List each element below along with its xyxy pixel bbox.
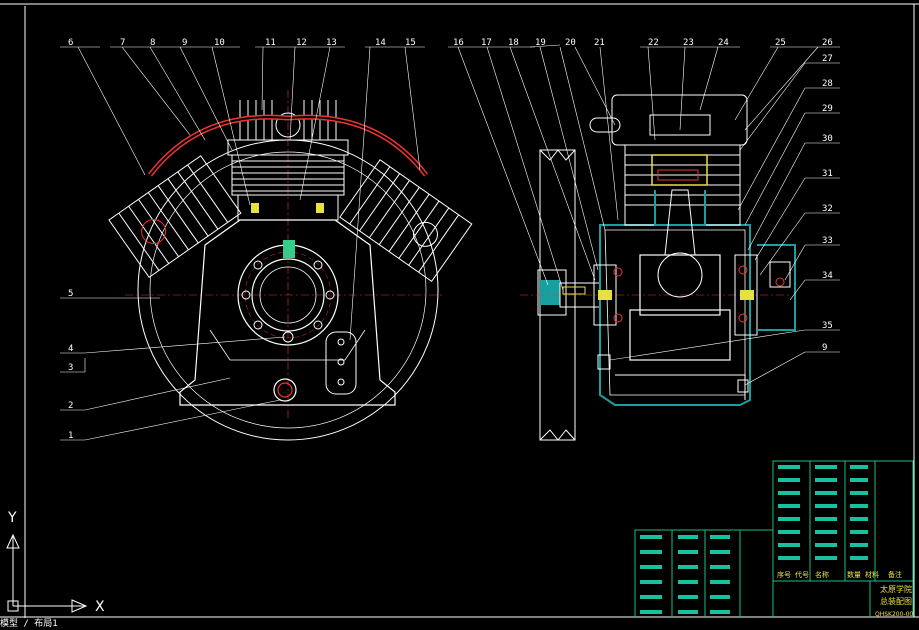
part-label: 9 bbox=[822, 343, 827, 353]
part-label: 16 bbox=[453, 38, 464, 48]
header-cell: 代号 bbox=[795, 570, 809, 579]
part-label: 5 bbox=[68, 289, 73, 299]
part-label: 22 bbox=[648, 38, 659, 48]
part-label: 26 bbox=[822, 38, 833, 48]
part-label: 4 bbox=[68, 344, 73, 354]
header-cell: 备注 bbox=[888, 570, 902, 579]
part-label: 33 bbox=[822, 236, 833, 246]
ucs-icon bbox=[6, 533, 88, 613]
part-label: 15 bbox=[405, 38, 416, 48]
drawing-name: 总装配图 bbox=[880, 596, 912, 606]
part-label: 18 bbox=[508, 38, 519, 48]
layout-tabs[interactable]: 模型 / 布局1 bbox=[0, 618, 919, 630]
part-label: 31 bbox=[822, 169, 833, 179]
part-label: 3 bbox=[68, 363, 73, 373]
left-view-top-labels: 6 7 8 9 10 11 12 13 14 15 bbox=[68, 38, 416, 48]
part-label: 10 bbox=[214, 38, 225, 48]
left-view-side-labels: 5 4 3 2 1 bbox=[68, 289, 73, 441]
compressor-front-view bbox=[108, 90, 473, 441]
part-label: 19 bbox=[535, 38, 546, 48]
compressor-section-view bbox=[520, 94, 796, 441]
part-label: 27 bbox=[822, 54, 833, 64]
part-label: 24 bbox=[718, 38, 729, 48]
part-label: 20 bbox=[565, 38, 576, 48]
part-label: 34 bbox=[822, 271, 833, 281]
part-label: 8 bbox=[150, 38, 155, 48]
drawing-number: QHSK200-00 bbox=[875, 611, 913, 618]
ucs-x-label: X bbox=[95, 599, 105, 615]
part-label: 32 bbox=[822, 204, 833, 214]
title-block: 序号 代号 名称 数量 材料 备注 太原学院 总装配图 QHSK200-00 bbox=[634, 460, 914, 623]
right-leader-lines bbox=[448, 44, 840, 386]
part-label: 21 bbox=[594, 38, 605, 48]
school-name: 太原学院 bbox=[880, 584, 912, 594]
part-label: 13 bbox=[326, 38, 337, 48]
part-label: 28 bbox=[822, 79, 833, 89]
part-label: 25 bbox=[775, 38, 786, 48]
part-label: 2 bbox=[68, 401, 73, 411]
header-cell: 名称 bbox=[815, 570, 829, 579]
parts-list-rows bbox=[640, 465, 868, 614]
right-view-side-labels: 27 28 29 30 31 32 33 34 35 9 bbox=[822, 54, 833, 353]
part-label: 12 bbox=[296, 38, 307, 48]
part-label: 30 bbox=[822, 134, 833, 144]
header-cell: 数量 bbox=[847, 570, 861, 579]
header-cell: 材料 bbox=[865, 570, 879, 579]
part-label: 17 bbox=[481, 38, 492, 48]
drawing-frame bbox=[0, 3, 919, 618]
part-label: 14 bbox=[375, 38, 386, 48]
ucs-y-label: Y bbox=[7, 510, 17, 526]
part-label: 23 bbox=[683, 38, 694, 48]
left-leader-lines bbox=[60, 46, 425, 441]
part-label: 1 bbox=[68, 431, 73, 441]
part-label: 9 bbox=[182, 38, 187, 48]
header-cell: 序号 bbox=[777, 570, 791, 579]
part-label: 6 bbox=[68, 38, 73, 48]
part-label: 29 bbox=[822, 104, 833, 114]
part-label: 35 bbox=[822, 321, 833, 331]
right-view-top-labels: 16 17 18 19 20 21 22 23 24 25 26 bbox=[453, 38, 833, 48]
part-label: 11 bbox=[265, 38, 276, 48]
part-label: 7 bbox=[120, 38, 125, 48]
